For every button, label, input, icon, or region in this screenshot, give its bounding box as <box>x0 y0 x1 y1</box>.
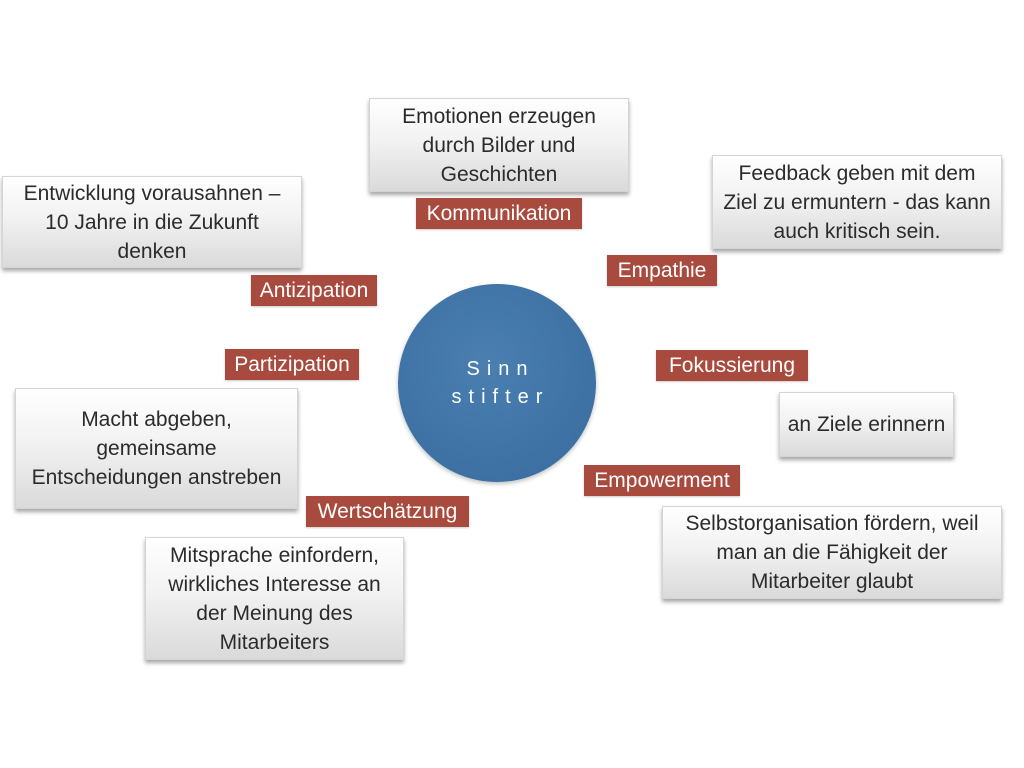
label-empathie: Empathie <box>607 255 717 286</box>
box-emotionen: Emotionen erzeugen durch Bilder und Gesc… <box>369 98 629 192</box>
center-title-line-1: Sinn <box>466 358 535 380</box>
center-circle-sinnstifter: Sinn stifter <box>398 284 596 482</box>
label-empowerment: Empowerment <box>584 465 740 496</box>
label-partizipation: Partizipation <box>225 349 359 380</box>
box-mitsprache: Mitsprache einfordern, wirkliches Intere… <box>145 537 404 660</box>
box-macht: Macht abgeben, gemeinsame Entscheidungen… <box>15 388 298 509</box>
box-ziele: an Ziele erinnern <box>779 392 954 457</box>
label-fokussierung: Fokussierung <box>656 350 808 381</box>
label-kommunikation: Kommunikation <box>416 198 582 229</box>
center-title-line-2: stifter <box>451 386 550 408</box>
label-antizipation: Antizipation <box>251 275 377 306</box>
box-entwicklung: Entwicklung vorausahnen – 10 Jahre in di… <box>2 176 302 268</box>
label-wertschaetzung: Wertschätzung <box>306 496 469 527</box>
box-feedback: Feedback geben mit dem Ziel zu ermuntern… <box>712 155 1002 249</box>
box-selbstorganisation: Selbstorganisation fördern, weil man an … <box>662 506 1002 599</box>
